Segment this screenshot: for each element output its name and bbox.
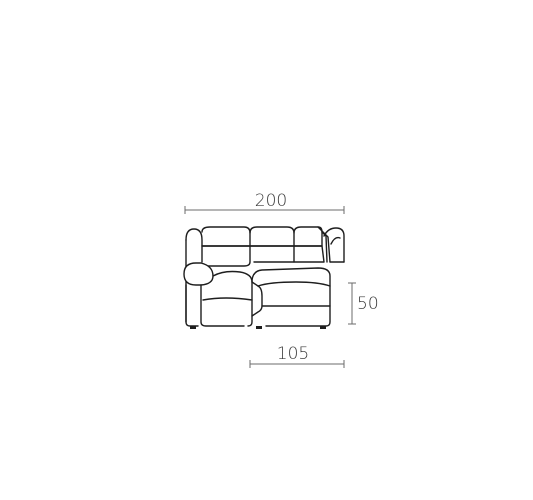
sofa-foot-right <box>320 326 326 329</box>
seat-width-dimension: 105 <box>249 344 345 368</box>
left-armrest-top <box>185 228 203 263</box>
height-dimension: 50 <box>348 282 379 325</box>
left-seat-front <box>200 284 245 327</box>
back-cushion-3-top <box>293 226 323 247</box>
corner-back-edge <box>317 226 331 263</box>
corner-sofa-outline <box>183 226 345 329</box>
left-roll-arm <box>183 262 214 286</box>
chaise-seat-outline <box>251 267 331 327</box>
back-cushion-2-bottom <box>249 245 295 263</box>
height-dimension-label: 50 <box>357 294 379 314</box>
right-armrest-top <box>323 227 345 263</box>
sofa-foot-middle <box>256 326 262 329</box>
left-seat-cushion-top <box>212 270 253 301</box>
width-dimension-label: 200 <box>255 191 287 211</box>
chaise-cushion-seam <box>257 281 331 287</box>
back-cushion-2-top <box>249 226 295 247</box>
seat-width-dimension-label: 105 <box>277 344 309 364</box>
right-armrest-curve <box>330 236 341 245</box>
width-dimension: 200 <box>184 191 345 214</box>
left-seat-cushion-front <box>202 297 253 327</box>
chaise-side-fold <box>251 281 263 317</box>
corner-back-inner <box>321 231 328 263</box>
sofa-foot-left <box>190 326 196 329</box>
back-cushion-3-bottom <box>293 245 325 263</box>
back-cushion-1-bottom <box>201 245 251 267</box>
back-cushion-1-top <box>201 226 251 247</box>
